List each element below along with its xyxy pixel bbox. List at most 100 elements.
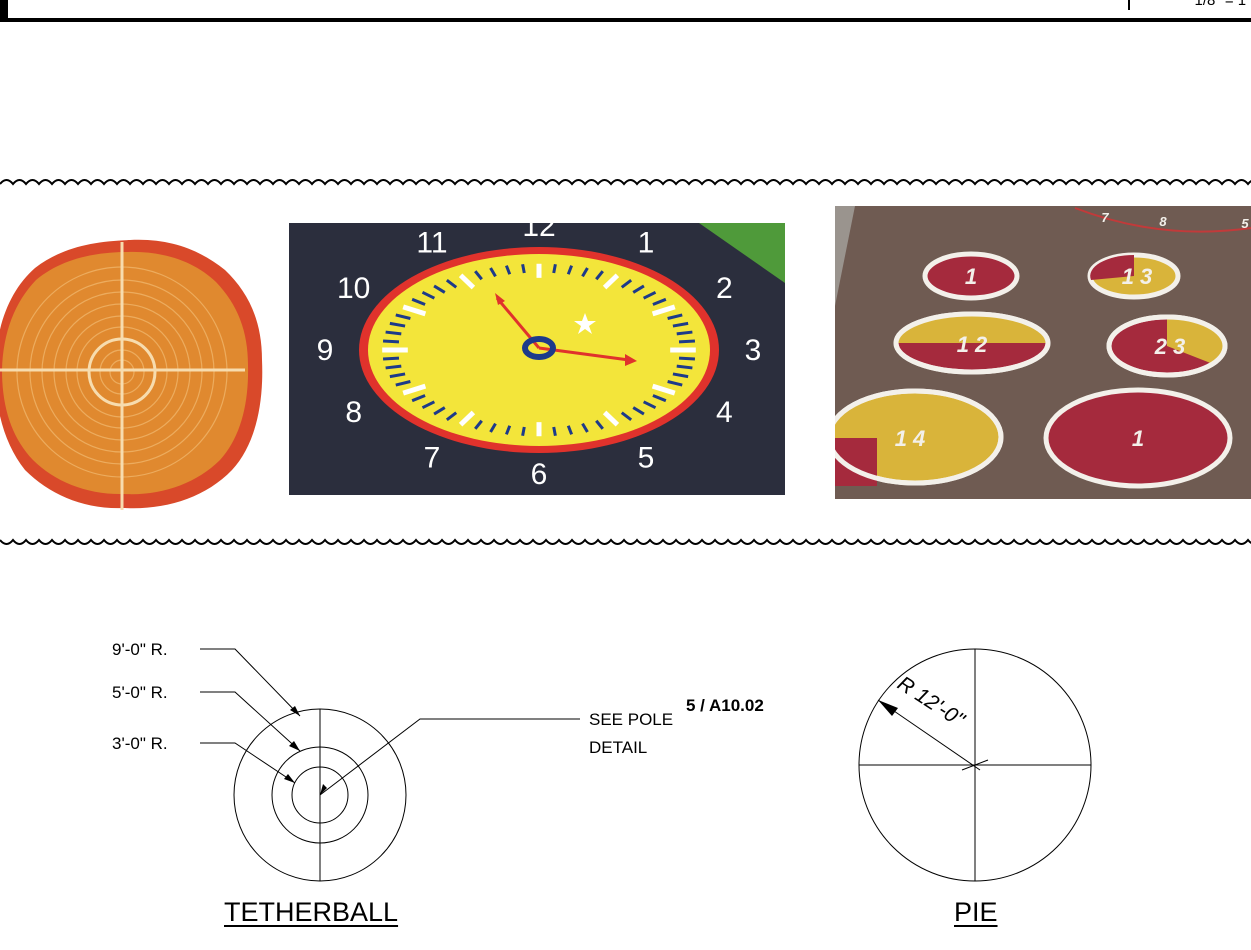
clock-tick — [395, 380, 411, 387]
clock-tick — [602, 273, 620, 290]
leader-9ft — [200, 648, 301, 717]
clock-tick — [581, 267, 589, 278]
clock-tick — [676, 364, 693, 370]
tetherball-drawing — [200, 648, 580, 882]
fraction-label: 1 3 — [1122, 264, 1153, 289]
clock-tick — [382, 356, 400, 361]
clock-tick — [672, 321, 689, 328]
clock-tick — [402, 383, 427, 396]
pie-title: PIE — [954, 897, 998, 927]
clock-tick — [602, 410, 620, 427]
tetherball-radius-5ft: 5'-0" R. — [112, 683, 168, 702]
pie-radius-label: R 12'-0" — [893, 672, 969, 733]
clock-tick — [505, 425, 512, 435]
clock-tick — [632, 284, 645, 294]
clock-tick — [566, 425, 573, 435]
clock-tick — [505, 265, 512, 275]
leader-3ft — [200, 742, 296, 784]
clock-number: 11 — [416, 227, 447, 260]
fraction-label: 1 — [1132, 426, 1144, 451]
clock-tick — [581, 422, 589, 433]
clock-number: 9 — [317, 334, 334, 367]
clock-tick — [672, 372, 689, 379]
clock-tick — [521, 426, 526, 437]
fraction-top-number: 8 — [1159, 214, 1167, 229]
title-block-edge — [0, 0, 8, 20]
clock-number: 8 — [345, 396, 362, 429]
clock-tick — [595, 270, 604, 281]
clock-number: 5 — [638, 441, 655, 474]
clock-tick — [651, 304, 676, 317]
clock-tick — [389, 372, 406, 379]
clock-tick — [458, 410, 476, 427]
clock-number: 4 — [716, 396, 733, 429]
clock-number: 10 — [337, 272, 370, 305]
clock-number: 3 — [745, 334, 762, 367]
tetherball-radius-9ft: 9'-0" R. — [112, 640, 168, 659]
fraction-top-number: 5 — [1241, 216, 1249, 231]
clock-tick — [651, 383, 676, 396]
clock-tick — [402, 304, 427, 317]
scale-label: 1/8" = 1' — [1194, 0, 1249, 9]
tetherball-title: TETHERBALL — [224, 897, 399, 927]
clock-tick — [632, 406, 645, 416]
clock-tick — [385, 364, 402, 370]
pie-drawing: R 12'-0" — [858, 648, 1092, 882]
clock-tick — [620, 279, 633, 289]
leader-5ft — [200, 691, 301, 752]
clock-tick — [678, 356, 696, 361]
clock-tick — [411, 394, 426, 403]
clock-tick — [552, 426, 557, 437]
fraction-label: 1 4 — [895, 426, 926, 451]
see-pole-note: SEE POLE — [589, 710, 674, 729]
clock-number: 1 — [638, 227, 655, 260]
clock-tick — [667, 380, 683, 387]
fraction-top-number: 7 — [1101, 210, 1109, 225]
clock-tick — [489, 422, 497, 433]
clock-tick — [595, 419, 604, 430]
see-pole-note-detail: DETAIL — [589, 738, 648, 757]
clock-number: 12 — [522, 223, 555, 243]
clock-tick — [385, 330, 402, 336]
detail-reference[interactable]: 5 / A10.02 — [686, 696, 764, 715]
clock-tick — [642, 290, 657, 300]
scale-tick — [1128, 0, 1130, 10]
fraction-label: 1 — [965, 264, 977, 289]
clock-tick — [421, 400, 436, 410]
clock-tick — [489, 267, 497, 278]
clock-tick — [395, 313, 411, 320]
clock-tick — [652, 297, 667, 306]
clock-tick — [389, 321, 406, 328]
clock-tick — [620, 411, 633, 421]
clock-tick — [382, 339, 400, 344]
clock-number: 2 — [716, 272, 733, 305]
clock-tick — [445, 411, 458, 421]
fractions-photo: 1 1 3 1 2 2 3 1 4 1 7 8 5 — [835, 206, 1251, 499]
tree-ring-photo — [0, 220, 270, 515]
clock-tick — [676, 330, 693, 336]
title-block-bar — [0, 0, 1251, 22]
clock-tick — [421, 290, 436, 300]
clock-tick — [566, 265, 573, 275]
fraction-label: 2 3 — [1154, 334, 1186, 359]
clock-number: 7 — [424, 441, 441, 474]
clock-tick — [552, 263, 557, 274]
clock-tick — [521, 263, 526, 274]
revision-cloud-bottom — [0, 538, 1251, 545]
clock-tick — [678, 339, 696, 344]
clock-tick — [652, 394, 667, 403]
clock-tick — [458, 273, 476, 290]
clock-tick — [411, 297, 426, 306]
leader-pole — [319, 718, 580, 796]
clock-tick — [445, 279, 458, 289]
clock-tick — [642, 400, 657, 410]
clock-tick — [474, 270, 483, 281]
clock-tick — [433, 406, 446, 416]
clock-number: 6 — [531, 458, 548, 491]
clock-tick — [474, 419, 483, 430]
revision-cloud-top — [0, 179, 1251, 186]
clock-tick — [433, 284, 446, 294]
clock-tick — [667, 313, 683, 320]
fraction-label: 1 2 — [957, 332, 988, 357]
